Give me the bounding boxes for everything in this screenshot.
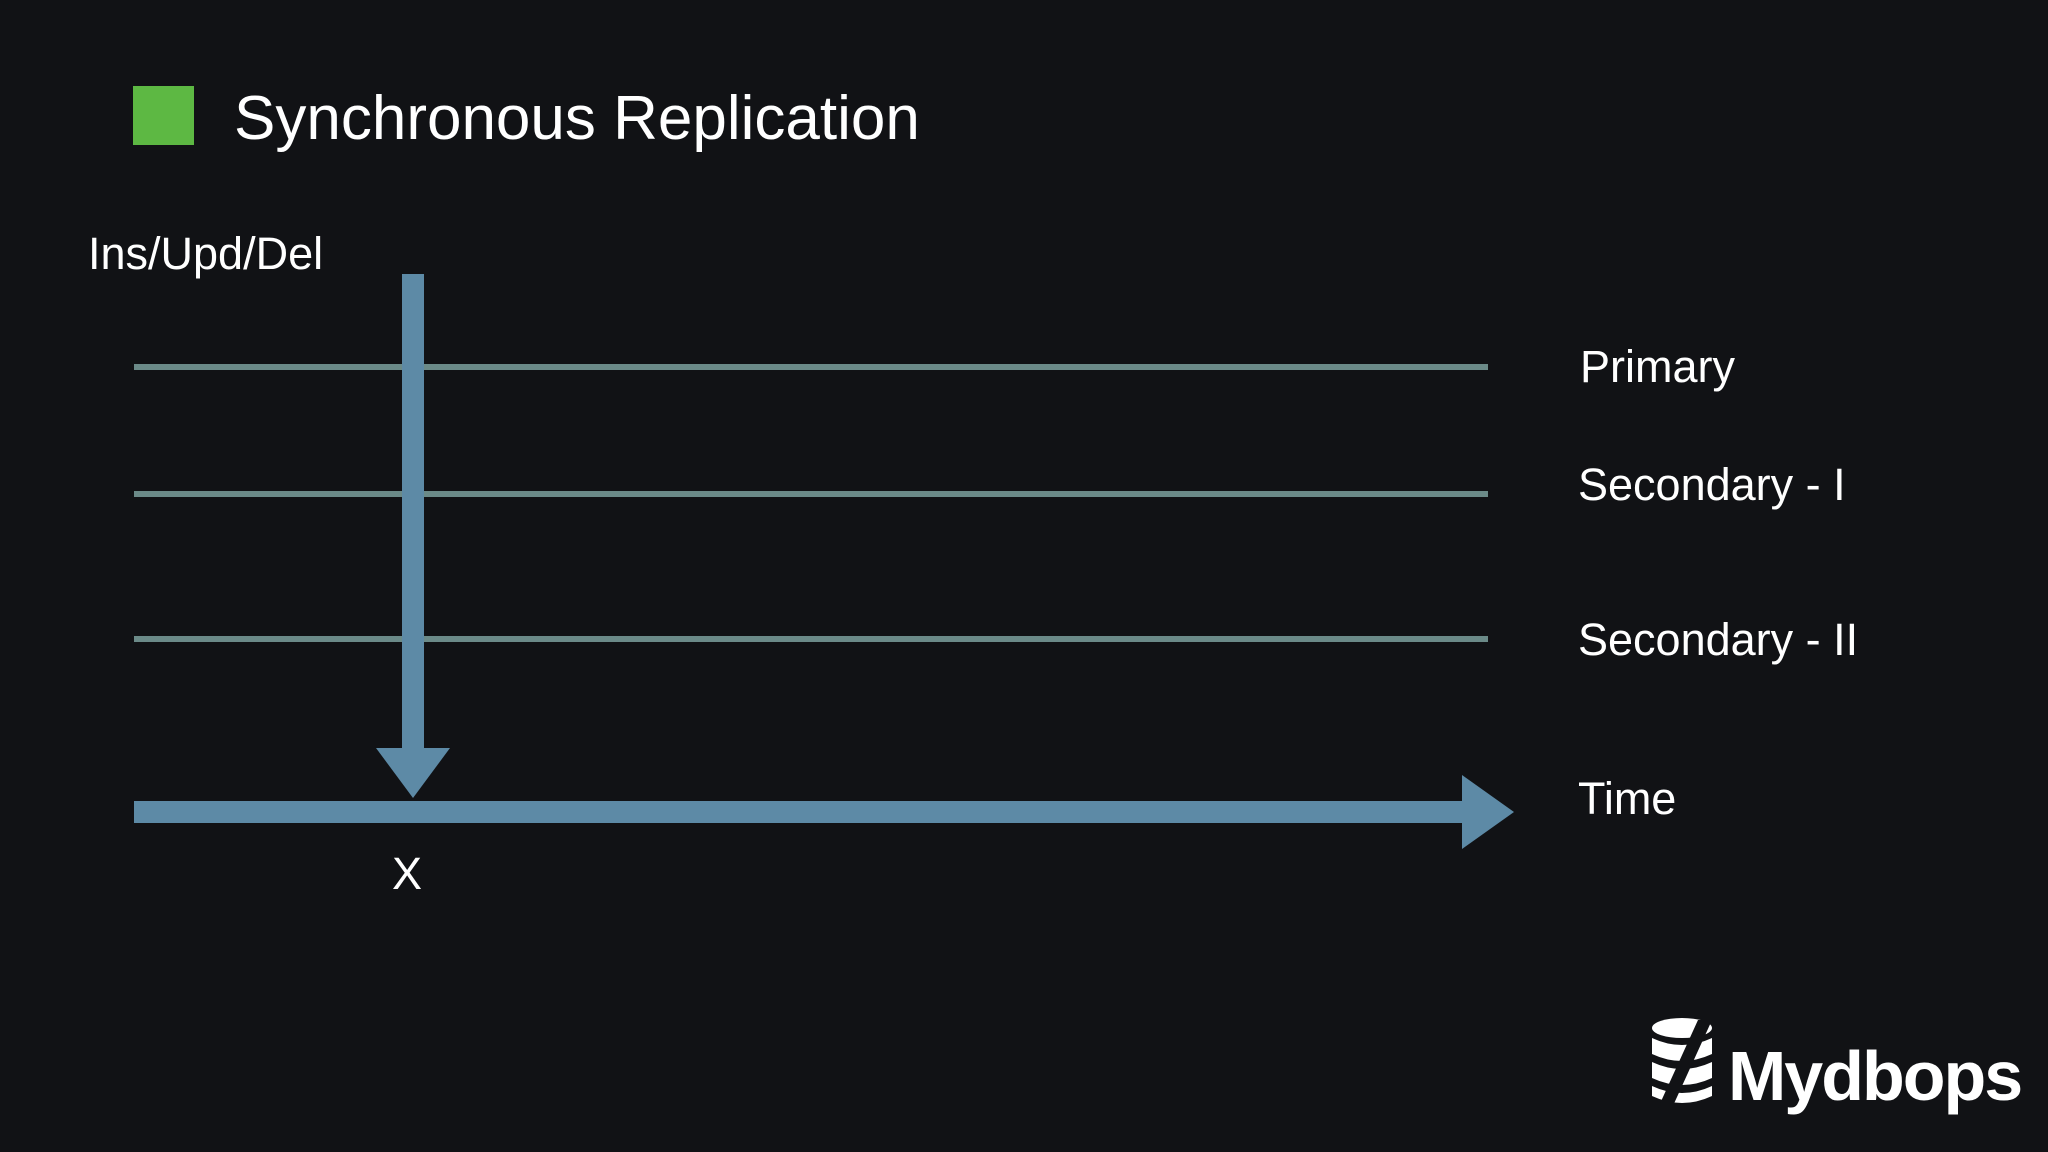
node-label-primary: Primary	[1580, 341, 1735, 392]
arrow-right-icon	[1462, 775, 1514, 849]
slide-title: Synchronous Replication	[234, 84, 920, 153]
time-axis-label: Time	[1578, 773, 1677, 824]
event-marker-label: X	[392, 848, 423, 899]
title-marker-square	[133, 86, 194, 145]
brand-name: Mydbops	[1728, 1037, 2023, 1115]
database-logo-icon	[1652, 1018, 1712, 1108]
operation-label: Ins/Upd/Del	[88, 228, 324, 279]
arrow-down-icon	[376, 748, 450, 798]
time-axis-shaft	[134, 801, 1466, 823]
brand-logo: Mydbops	[1646, 1016, 2026, 1116]
node-label-secondary-ii: Secondary - II	[1578, 614, 1859, 665]
node-label-secondary-i: Secondary - I	[1578, 459, 1846, 510]
write-arrow-shaft	[402, 274, 424, 750]
